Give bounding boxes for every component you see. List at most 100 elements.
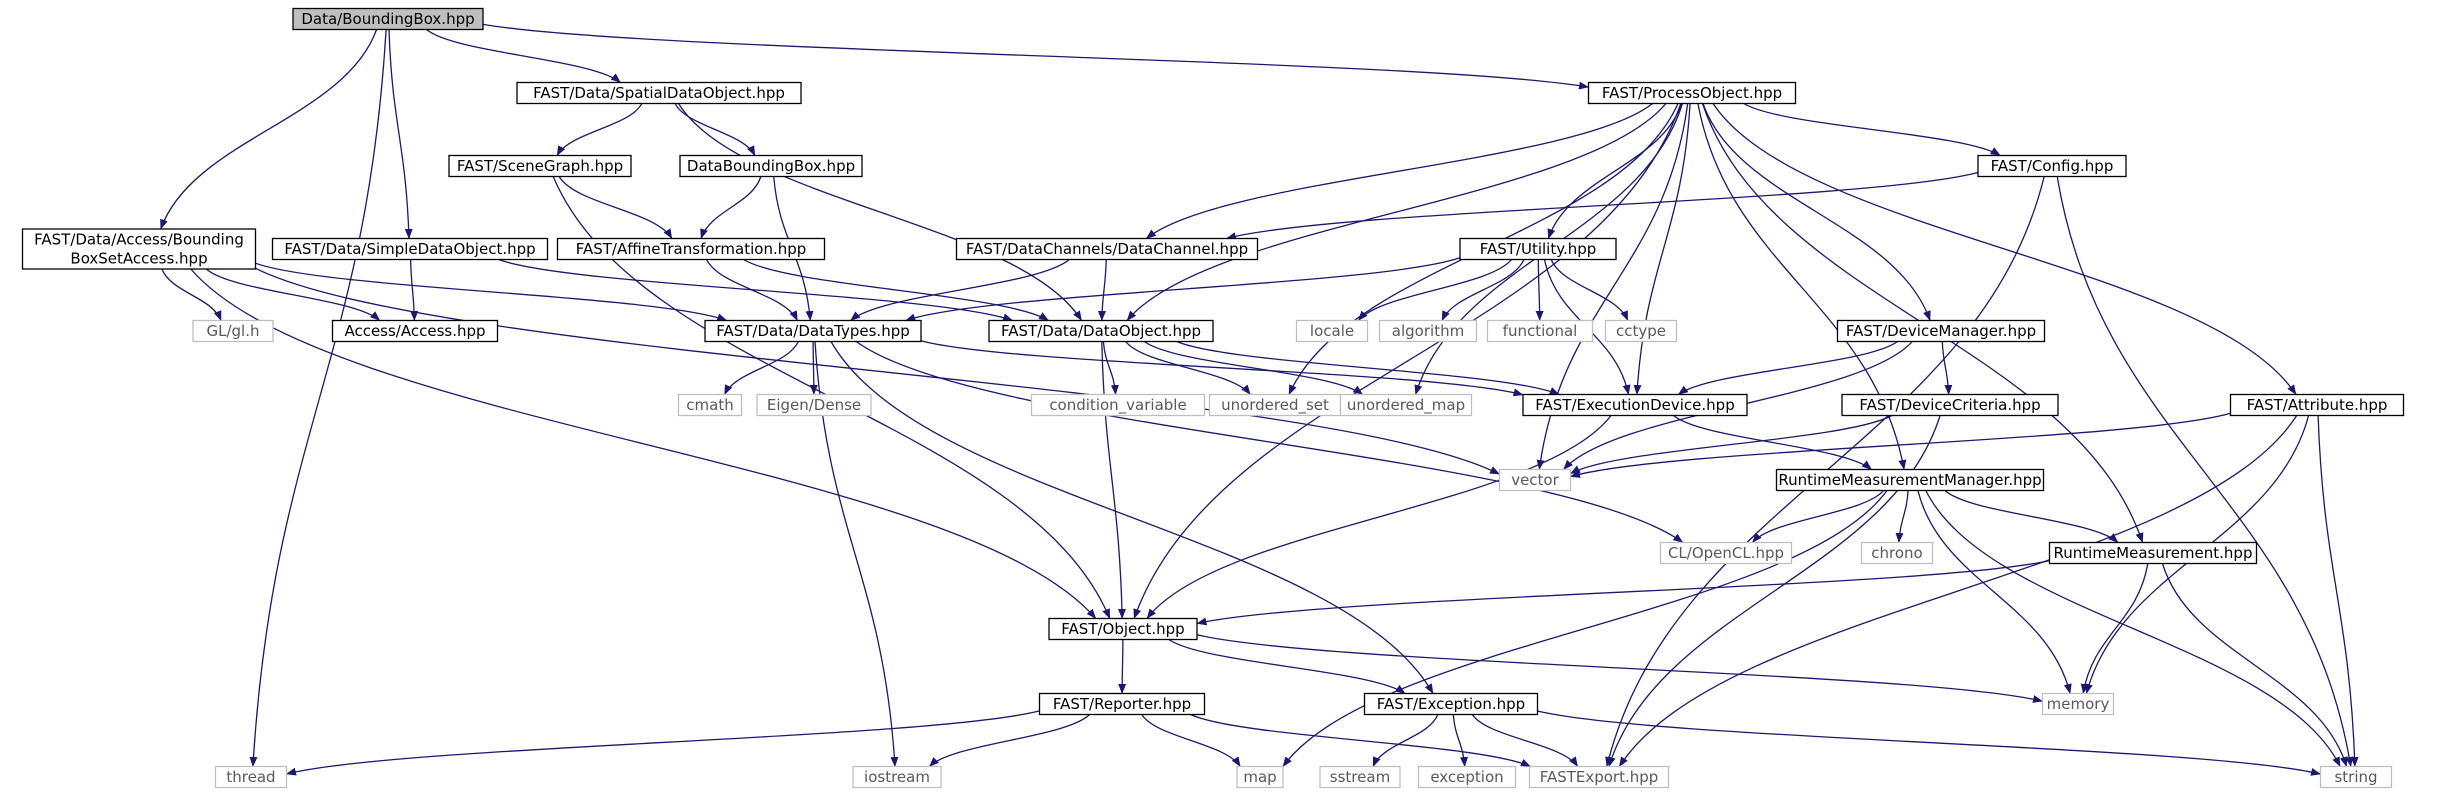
node-box-string [2319,765,2393,789]
node-datatypes[interactable]: FAST/Data/DataTypes.hpp [704,319,922,343]
node-condvar: condition_variable [1030,393,1206,417]
node-box-locale [1295,319,1369,343]
node-algorithm: algorithm [1378,319,1478,343]
edge-rtmm-to-chrono [1895,490,1909,543]
edge-rtmm-to-opencl [1752,490,1884,543]
node-databb[interactable]: DataBoundingBox.hpp [679,154,863,178]
node-label-opencl: CL/OpenCL.hpp [1668,544,1784,562]
node-box-chrono [1860,541,1934,565]
node-attribute[interactable]: FAST/Attribute.hpp [2229,393,2405,417]
node-process[interactable]: FAST/ProcessObject.hpp [1587,81,1797,105]
edge-reporter-to-iostream [928,714,1091,767]
node-rtmm[interactable]: RuntimeMeasurementManager.hpp [1775,468,2045,492]
node-glh: GL/gl.h [192,319,274,343]
node-box-spatial [516,81,802,105]
node-memory: memory [2041,692,2115,716]
node-chrono: chrono [1860,541,1934,565]
edge-dataobject-to-execdev [1176,340,1560,396]
edge-process-to-object [1133,103,1682,619]
node-reporter[interactable]: FAST/Reporter.hpp [1038,692,1206,716]
edge-dataobject-to-uset [1125,341,1251,395]
node-vector: vector [1498,468,1572,492]
edge-reporter-to-map [1141,714,1241,767]
edge-rtm-to-string [2161,563,2348,767]
node-box-memory [2041,692,2115,716]
edge-bbsa-to-datatypes [255,262,728,322]
node-functional: functional [1486,319,1594,343]
edge-reporter-to-thread [286,710,1040,776]
node-box-execdev [1522,393,1748,417]
node-exception[interactable]: FAST/Exception.hpp [1363,692,1539,716]
node-label-scenegraph: FAST/SceneGraph.hpp [457,157,623,175]
edge-bbsa-to-access [205,268,381,321]
edge-rtmm-to-memory [1917,490,2072,694]
node-box-reporter [1038,692,1206,716]
node-label-chrono: chrono [1871,544,1922,562]
node-access[interactable]: Access/Access.hpp [331,319,499,343]
node-devmgr[interactable]: FAST/DeviceManager.hpp [1836,319,2046,343]
node-scenegraph[interactable]: FAST/SceneGraph.hpp [448,154,632,178]
node-bbox[interactable]: Data/BoundingBox.hpp [292,7,484,31]
edge-datachannel-to-dataobject [1098,259,1107,321]
node-label-fastexport: FASTExport.hpp [1540,768,1659,786]
edge-exception-to-fastexport [1471,714,1579,767]
node-box-stdexception [1417,765,1517,789]
node-label-process: FAST/ProcessObject.hpp [1602,84,1782,102]
node-umap: unordered_map [1339,393,1473,417]
node-label-thread: thread [226,768,275,786]
edge-config-to-datachannel [1226,171,1979,240]
node-box-object [1048,617,1198,641]
node-stdexception: exception [1417,765,1517,789]
node-locale: locale [1295,319,1369,343]
node-spatial[interactable]: FAST/Data/SpatialDataObject.hpp [516,81,802,105]
node-sstream: sstream [1319,765,1401,789]
edge-simple-to-dataobject [498,258,1013,322]
edge-bbox-to-bbsa [160,29,378,230]
node-label-exception: FAST/Exception.hpp [1377,695,1525,713]
edge-dataobject-to-umap [1143,340,1364,396]
node-rtm[interactable]: RuntimeMeasurement.hpp [2048,541,2258,565]
edge-reporter-to-fastexport [1190,713,1531,768]
node-datachannel[interactable]: FAST/DataChannels/DataChannel.hpp [955,237,1259,261]
node-label-spatial: FAST/Data/SpatialDataObject.hpp [533,84,785,102]
node-label-umap: unordered_map [1347,396,1465,415]
edge-databb-to-affine [700,176,762,239]
node-utility[interactable]: FAST/Utility.hpp [1459,237,1617,261]
node-bbsa[interactable]: FAST/Data/Access/BoundingBoxSetAccess.hp… [21,228,257,270]
edge-process-to-datachannel [1145,102,1654,240]
node-execdev[interactable]: FAST/ExecutionDevice.hpp [1522,393,1748,417]
edge-datatypes-to-cmath [724,341,799,395]
edge-process-to-dataobject [1126,103,1667,321]
node-uset: unordered_set [1208,393,1342,417]
node-affine[interactable]: FAST/AffineTransformation.hpp [556,237,826,261]
node-dataobject[interactable]: FAST/Data/DataObject.hpp [988,319,1214,343]
node-devcrit[interactable]: FAST/DeviceCriteria.hpp [1841,393,2059,417]
node-label-map: map [1243,768,1276,786]
node-box-fastexport [1528,765,1670,789]
node-simple[interactable]: FAST/Data/SimpleDataObject.hpp [271,237,549,261]
node-label-algorithm: algorithm [1392,322,1464,340]
edge-exception-to-sstream [1372,714,1439,767]
edge-rtmm-to-rtm [1944,490,2119,543]
node-label-bbsa: BoxSetAccess.hpp [70,250,207,268]
node-label-databb: DataBoundingBox.hpp [687,157,855,175]
node-box-iostream [852,765,942,789]
edge-devcrit-to-fastexport [1607,415,1941,767]
edge-devcrit-to-vector [1570,414,1893,475]
edge-datatypes-to-execdev [920,340,1524,397]
edge-object-to-reporter [1118,639,1127,694]
node-box-cctype [1604,319,1678,343]
edge-dataobject-to-condvar [1102,341,1119,395]
edge-devmgr-to-devcrit [1941,341,1953,395]
node-box-sstream [1319,765,1401,789]
node-box-config [1977,154,2127,178]
node-box-algorithm [1378,319,1478,343]
node-config[interactable]: FAST/Config.hpp [1977,154,2127,178]
node-object[interactable]: FAST/Object.hpp [1048,617,1198,641]
edge-devmgr-to-execdev [1677,340,1898,396]
edge-bbsa-to-object [190,268,1097,619]
node-label-sstream: sstream [1330,768,1390,786]
node-box-bbox [292,7,484,31]
node-eigen: Eigen/Dense [756,393,872,417]
